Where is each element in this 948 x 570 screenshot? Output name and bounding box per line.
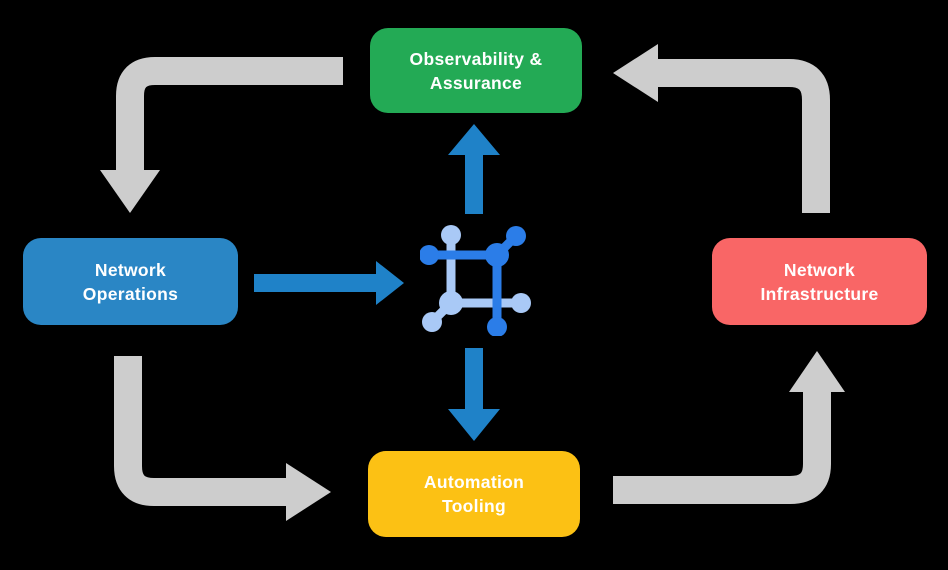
flow-arrow-operations-to-center (254, 261, 404, 305)
cycle-arrow-automation-to-infrastructure (613, 351, 845, 504)
cycle-arrow-observability-to-operations (100, 57, 343, 213)
network-mesh-icon (420, 225, 531, 336)
network-mesh-icon-light-branch (422, 225, 531, 332)
node-automation-tooling-label: Automation Tooling (423, 472, 525, 516)
flow-arrow-center-to-automation (448, 348, 500, 441)
node-observability-assurance-label: Observability & Assurance (409, 48, 543, 93)
node-network-infrastructure: Network Infrastructure (712, 238, 927, 325)
node-network-operations-label: Network Operations (82, 259, 179, 304)
node-observability-assurance: Observability & Assurance (370, 28, 582, 113)
network-mesh-icon-dark-branch (420, 226, 526, 336)
node-automation-tooling: Automation Tooling (368, 451, 580, 537)
cycle-arrow-operations-to-automation (114, 356, 331, 521)
flow-arrow-center-to-observability (448, 124, 500, 214)
node-network-operations: Network Operations (23, 238, 238, 325)
cycle-arrow-infrastructure-to-observability (613, 44, 830, 213)
node-network-infrastructure-label: Network Infrastructure (760, 259, 879, 304)
